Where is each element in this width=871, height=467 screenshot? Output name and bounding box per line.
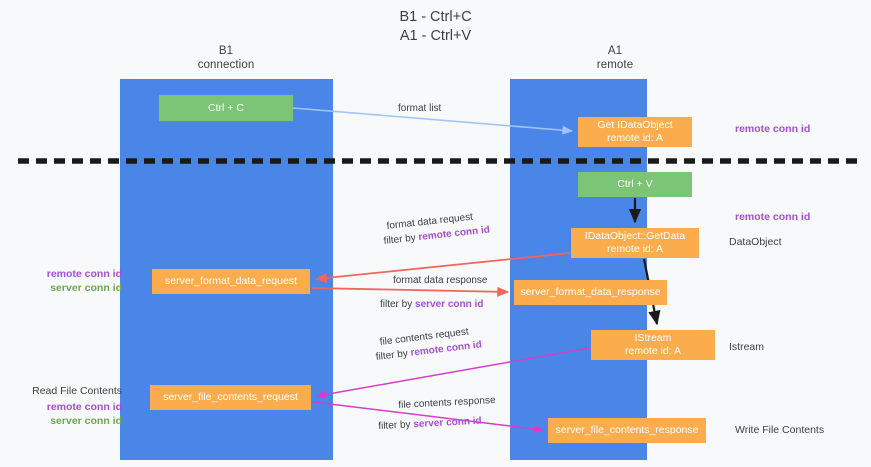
box-ctrl-v[interactable]: Ctrl + V (578, 172, 692, 197)
label-file-contents-response: file contents response (398, 394, 496, 411)
filter-key-server-conn-id: server conn id (413, 415, 482, 431)
filter-prefix: filter by (383, 232, 420, 247)
annotation-left-server-conn-id-top: server conn id (50, 281, 122, 294)
box-server-format-data-response-label: server_format_data_response (520, 286, 661, 298)
box-server-file-contents-response-label: server_file_contents_response (555, 424, 699, 436)
lane-header-b1: B1 connection (146, 45, 306, 72)
label-format-list: format list (398, 103, 442, 114)
box-server-format-data-response[interactable]: server_format_data_response (514, 280, 667, 305)
annotation-left-read-file-contents: Read File Contents (32, 385, 122, 397)
filter-key-server-conn-id: server conn id (415, 299, 484, 310)
box-get-idataobject-remote-id: remote id: A (606, 132, 664, 144)
lane-header-b1-name: B1 (218, 45, 234, 57)
title-line-1: B1 - Ctrl+C (399, 9, 472, 25)
filter-prefix: filter by (378, 419, 414, 432)
lane-header-b1-sub: connection (197, 58, 255, 71)
label-format-data-response-filter: filter by server conn id (380, 298, 483, 311)
box-get-idataobject[interactable]: Get IDataObject remote id: A (578, 117, 692, 147)
filter-prefix: filter by (375, 347, 412, 363)
box-server-format-data-request[interactable]: server_format_data_request (152, 269, 310, 294)
box-get-idataobject-label: Get IDataObject (597, 119, 673, 131)
box-server-file-contents-request-label: server_file_contents_request (163, 391, 298, 403)
box-idataobject-getdata[interactable]: IDataObject::GetData remote id: A (571, 228, 699, 258)
annotation-left-remote-conn-id-bottom: remote conn id (46, 401, 122, 413)
annotation-right-remote-conn-id-top: remote conn id (735, 123, 811, 135)
box-server-file-contents-response[interactable]: server_file_contents_response (548, 418, 706, 443)
annotation-right-dataobject: DataObject (729, 236, 782, 248)
label-file-contents-response-filter: filter by server conn id (378, 415, 482, 433)
box-server-file-contents-request[interactable]: server_file_contents_request (150, 385, 311, 410)
lane-header-a1-sub: remote (596, 58, 634, 71)
label-format-data-response: format data response (393, 275, 488, 286)
annotation-left-conn-ids-top: remote conn id server conn id (18, 268, 122, 295)
annotation-right-write-file-contents: Write File Contents (735, 424, 825, 436)
page-title: B1 - Ctrl+C A1 - Ctrl+V (0, 8, 871, 46)
arrow-format-data-response (311, 286, 510, 297)
annotation-right-remote-conn-id-mid: remote conn id (735, 211, 811, 223)
box-ctrl-c-label: Ctrl + C (208, 101, 244, 114)
box-istream-remote-id: remote id: A (624, 345, 682, 357)
lane-header-a1: A1 remote (535, 45, 695, 72)
annotation-left-remote-conn-id-top: remote conn id (46, 268, 122, 280)
box-istream[interactable]: IStream remote id: A (591, 330, 715, 360)
box-idataobject-getdata-remote-id: remote id: A (606, 243, 664, 255)
lane-header-a1-name: A1 (607, 45, 623, 57)
annotation-right-istream: Istream (729, 341, 765, 353)
box-istream-label: IStream (634, 332, 672, 344)
box-server-format-data-request-label: server_format_data_request (165, 275, 297, 287)
annotation-left-server-conn-id-bottom: server conn id (50, 414, 122, 427)
annotation-left-conn-ids-bottom: remote conn id server conn id (18, 401, 122, 428)
title-line-2: A1 - Ctrl+V (399, 28, 472, 44)
filter-prefix: filter by (380, 299, 416, 310)
box-idataobject-getdata-label: IDataObject::GetData (584, 230, 686, 242)
box-ctrl-v-label: Ctrl + V (617, 178, 653, 190)
box-ctrl-c[interactable]: Ctrl + C (159, 95, 293, 121)
